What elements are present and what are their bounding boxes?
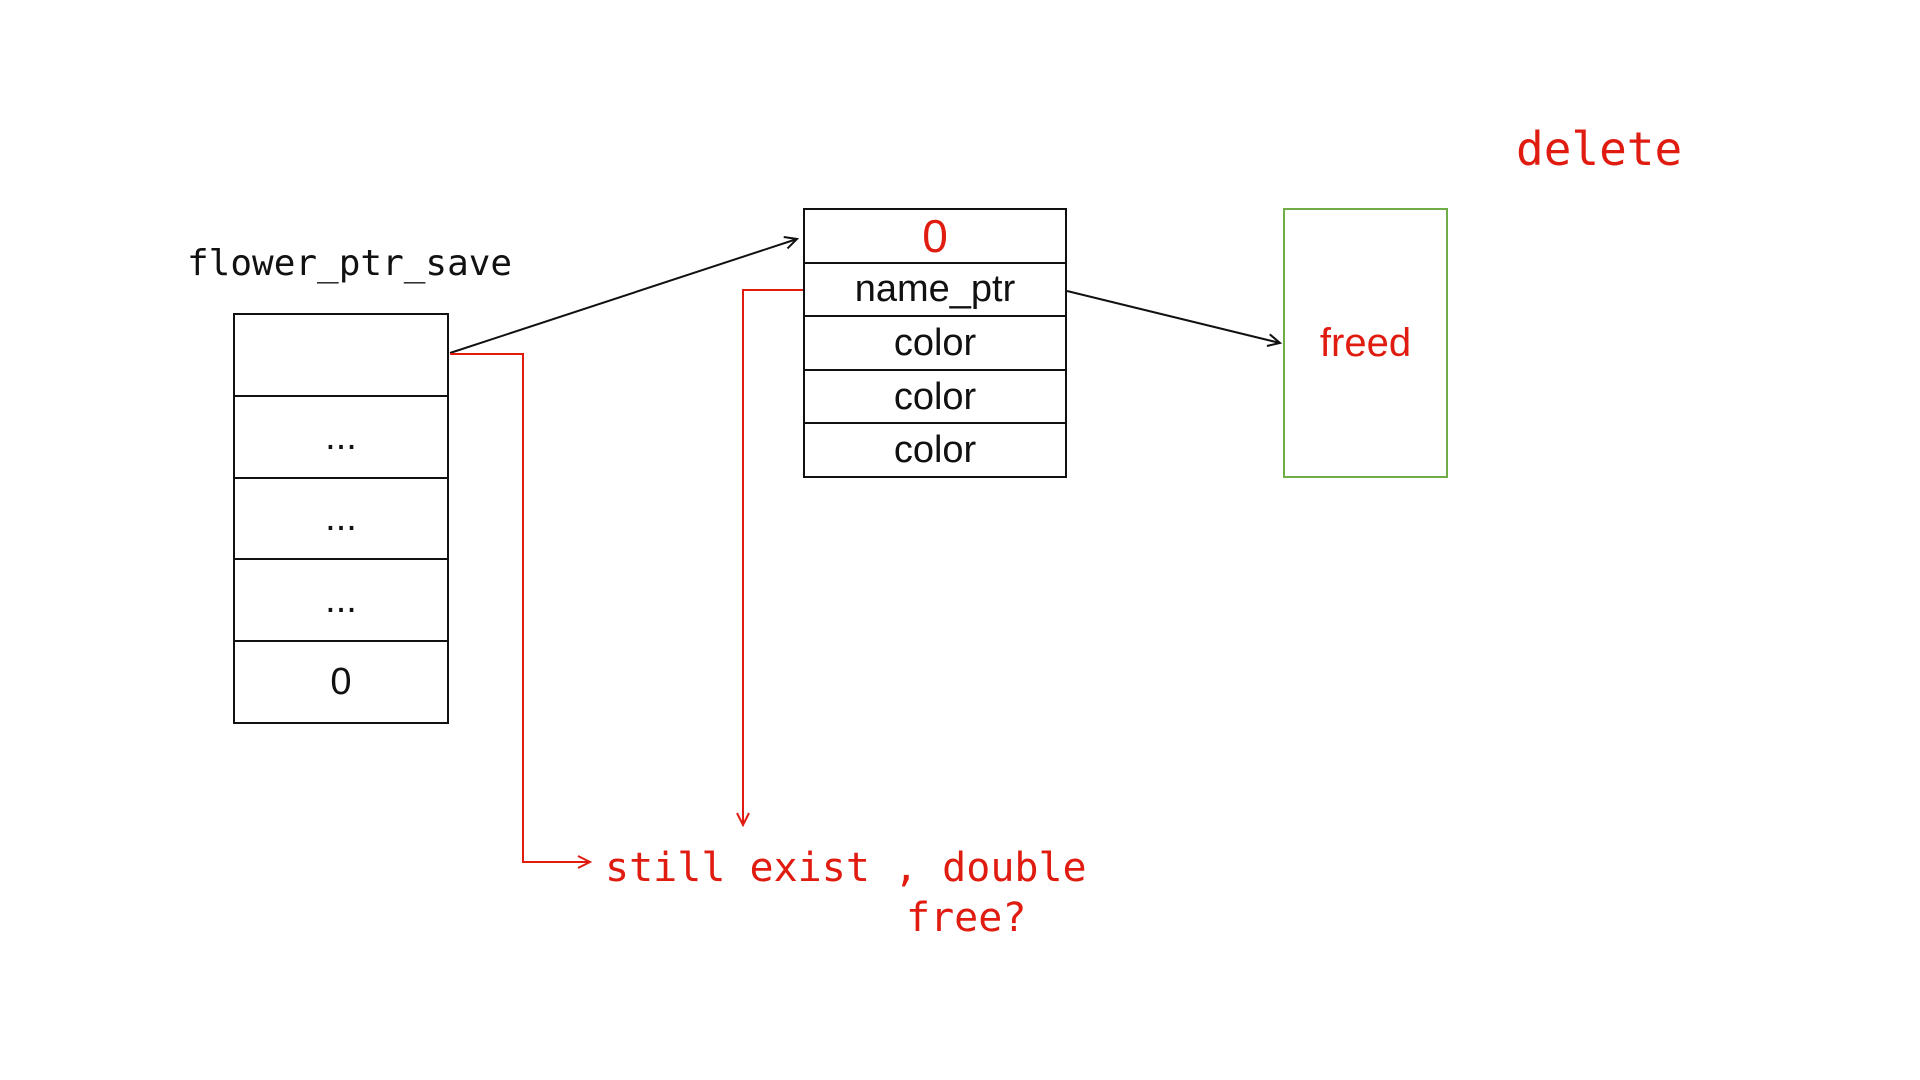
arrow-stack-ptr-to-note (450, 353, 593, 869)
arrow-name-ptr-to-freed (1066, 290, 1283, 347)
stack-cell-ellipsis: ... (235, 558, 447, 640)
delete-label: delete (1516, 122, 1683, 176)
stack-table: ... ... ... 0 (233, 313, 449, 724)
freed-box: freed (1283, 208, 1448, 478)
stack-cell-ellipsis: ... (235, 476, 447, 559)
heap-cell-color: color (805, 422, 1065, 476)
note-still-exist-line2: free? (906, 895, 1027, 941)
heap-cell-color: color (805, 368, 1065, 423)
stack-cell-ellipsis: ... (235, 394, 447, 477)
stack-table-label: flower_ptr_save (187, 243, 513, 284)
stack-cell-zero: 0 (235, 640, 447, 722)
note-still-exist-line1: still exist , double (605, 845, 1087, 891)
arrow-name-ptr-to-note (736, 289, 803, 828)
heap-cell-name-ptr: name_ptr (805, 261, 1065, 316)
freed-label: freed (1319, 320, 1412, 365)
heap-cell-color: color (805, 315, 1065, 369)
arrow-stack-to-heap-object (449, 236, 800, 354)
stack-cell-pointer (235, 315, 447, 395)
heap-object-table: 0 name_ptr color color color (803, 208, 1067, 478)
heap-cell-zero: 0 (922, 209, 948, 262)
